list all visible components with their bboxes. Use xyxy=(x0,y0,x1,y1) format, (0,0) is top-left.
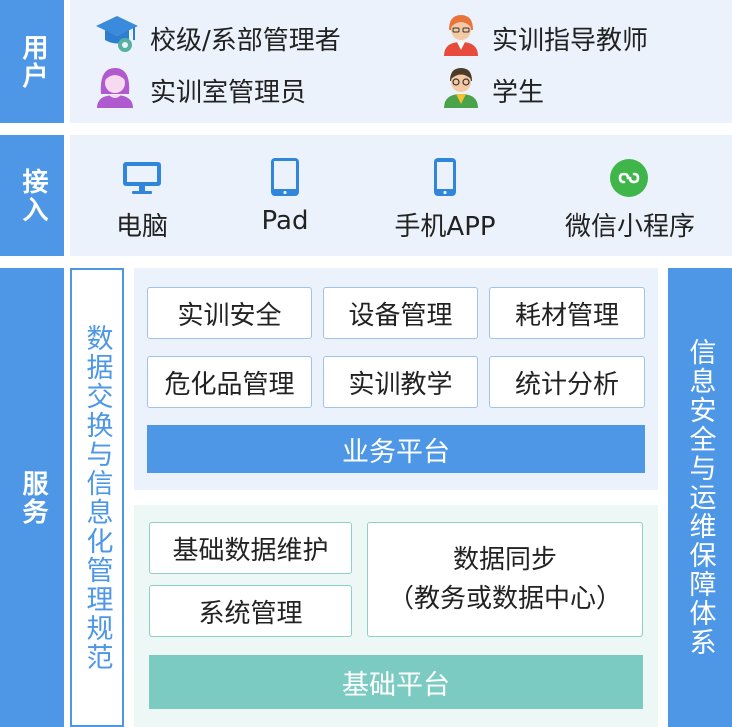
module-training-teaching: 实训教学 xyxy=(323,356,478,408)
module-basic-data-maintenance: 基础数据维护 xyxy=(149,522,352,574)
device-label-app: 手机APP xyxy=(394,212,496,242)
module-consumables-management: 耗材管理 xyxy=(489,287,645,339)
users-row xyxy=(70,0,732,123)
module-statistics-analysis: 统计分析 xyxy=(489,356,645,408)
data-exchange-standard-panel: 数据交换与信息化管理规范 xyxy=(70,268,124,727)
row-label-services: 服务 xyxy=(0,268,64,727)
base-platform-bar: 基础平台 xyxy=(149,655,643,709)
student-avatar-icon xyxy=(444,68,478,108)
user-label-lab-admin: 实训室管理员 xyxy=(150,78,307,108)
user-label-student: 学生 xyxy=(492,78,545,108)
user-label-admin: 校级/系部管理者 xyxy=(150,26,341,56)
device-label-pc: 电脑 xyxy=(115,212,168,242)
phone-icon xyxy=(434,158,456,196)
data-sync-title: 数据同步 xyxy=(452,544,557,575)
module-training-safety: 实训安全 xyxy=(147,287,312,339)
device-label-pad: Pad xyxy=(261,206,309,236)
graduation-cap-gear-icon xyxy=(96,16,138,52)
device-label-wechat: 微信小程序 xyxy=(564,212,695,242)
data-sync-box: 数据同步 （教务或数据中心） xyxy=(367,522,643,637)
teacher-avatar-icon xyxy=(444,15,478,56)
wechat-miniprogram-icon xyxy=(610,159,648,197)
business-platform-bar: 业务平台 xyxy=(147,425,645,473)
module-hazardous-chemicals: 危化品管理 xyxy=(147,356,312,408)
user-label-teacher: 实训指导教师 xyxy=(492,26,649,56)
module-system-management: 系统管理 xyxy=(149,585,352,637)
row-label-access: 接入 xyxy=(0,135,64,256)
data-sync-source: （教务或数据中心） xyxy=(387,583,622,614)
female-admin-avatar-icon xyxy=(97,68,133,108)
row-label-users: 用户 xyxy=(0,0,64,123)
tablet-icon xyxy=(271,158,299,196)
monitor-icon xyxy=(123,162,161,194)
security-ops-panel: 信息安全与运维保障体系 xyxy=(668,268,732,727)
module-equipment-management: 设备管理 xyxy=(323,287,478,339)
